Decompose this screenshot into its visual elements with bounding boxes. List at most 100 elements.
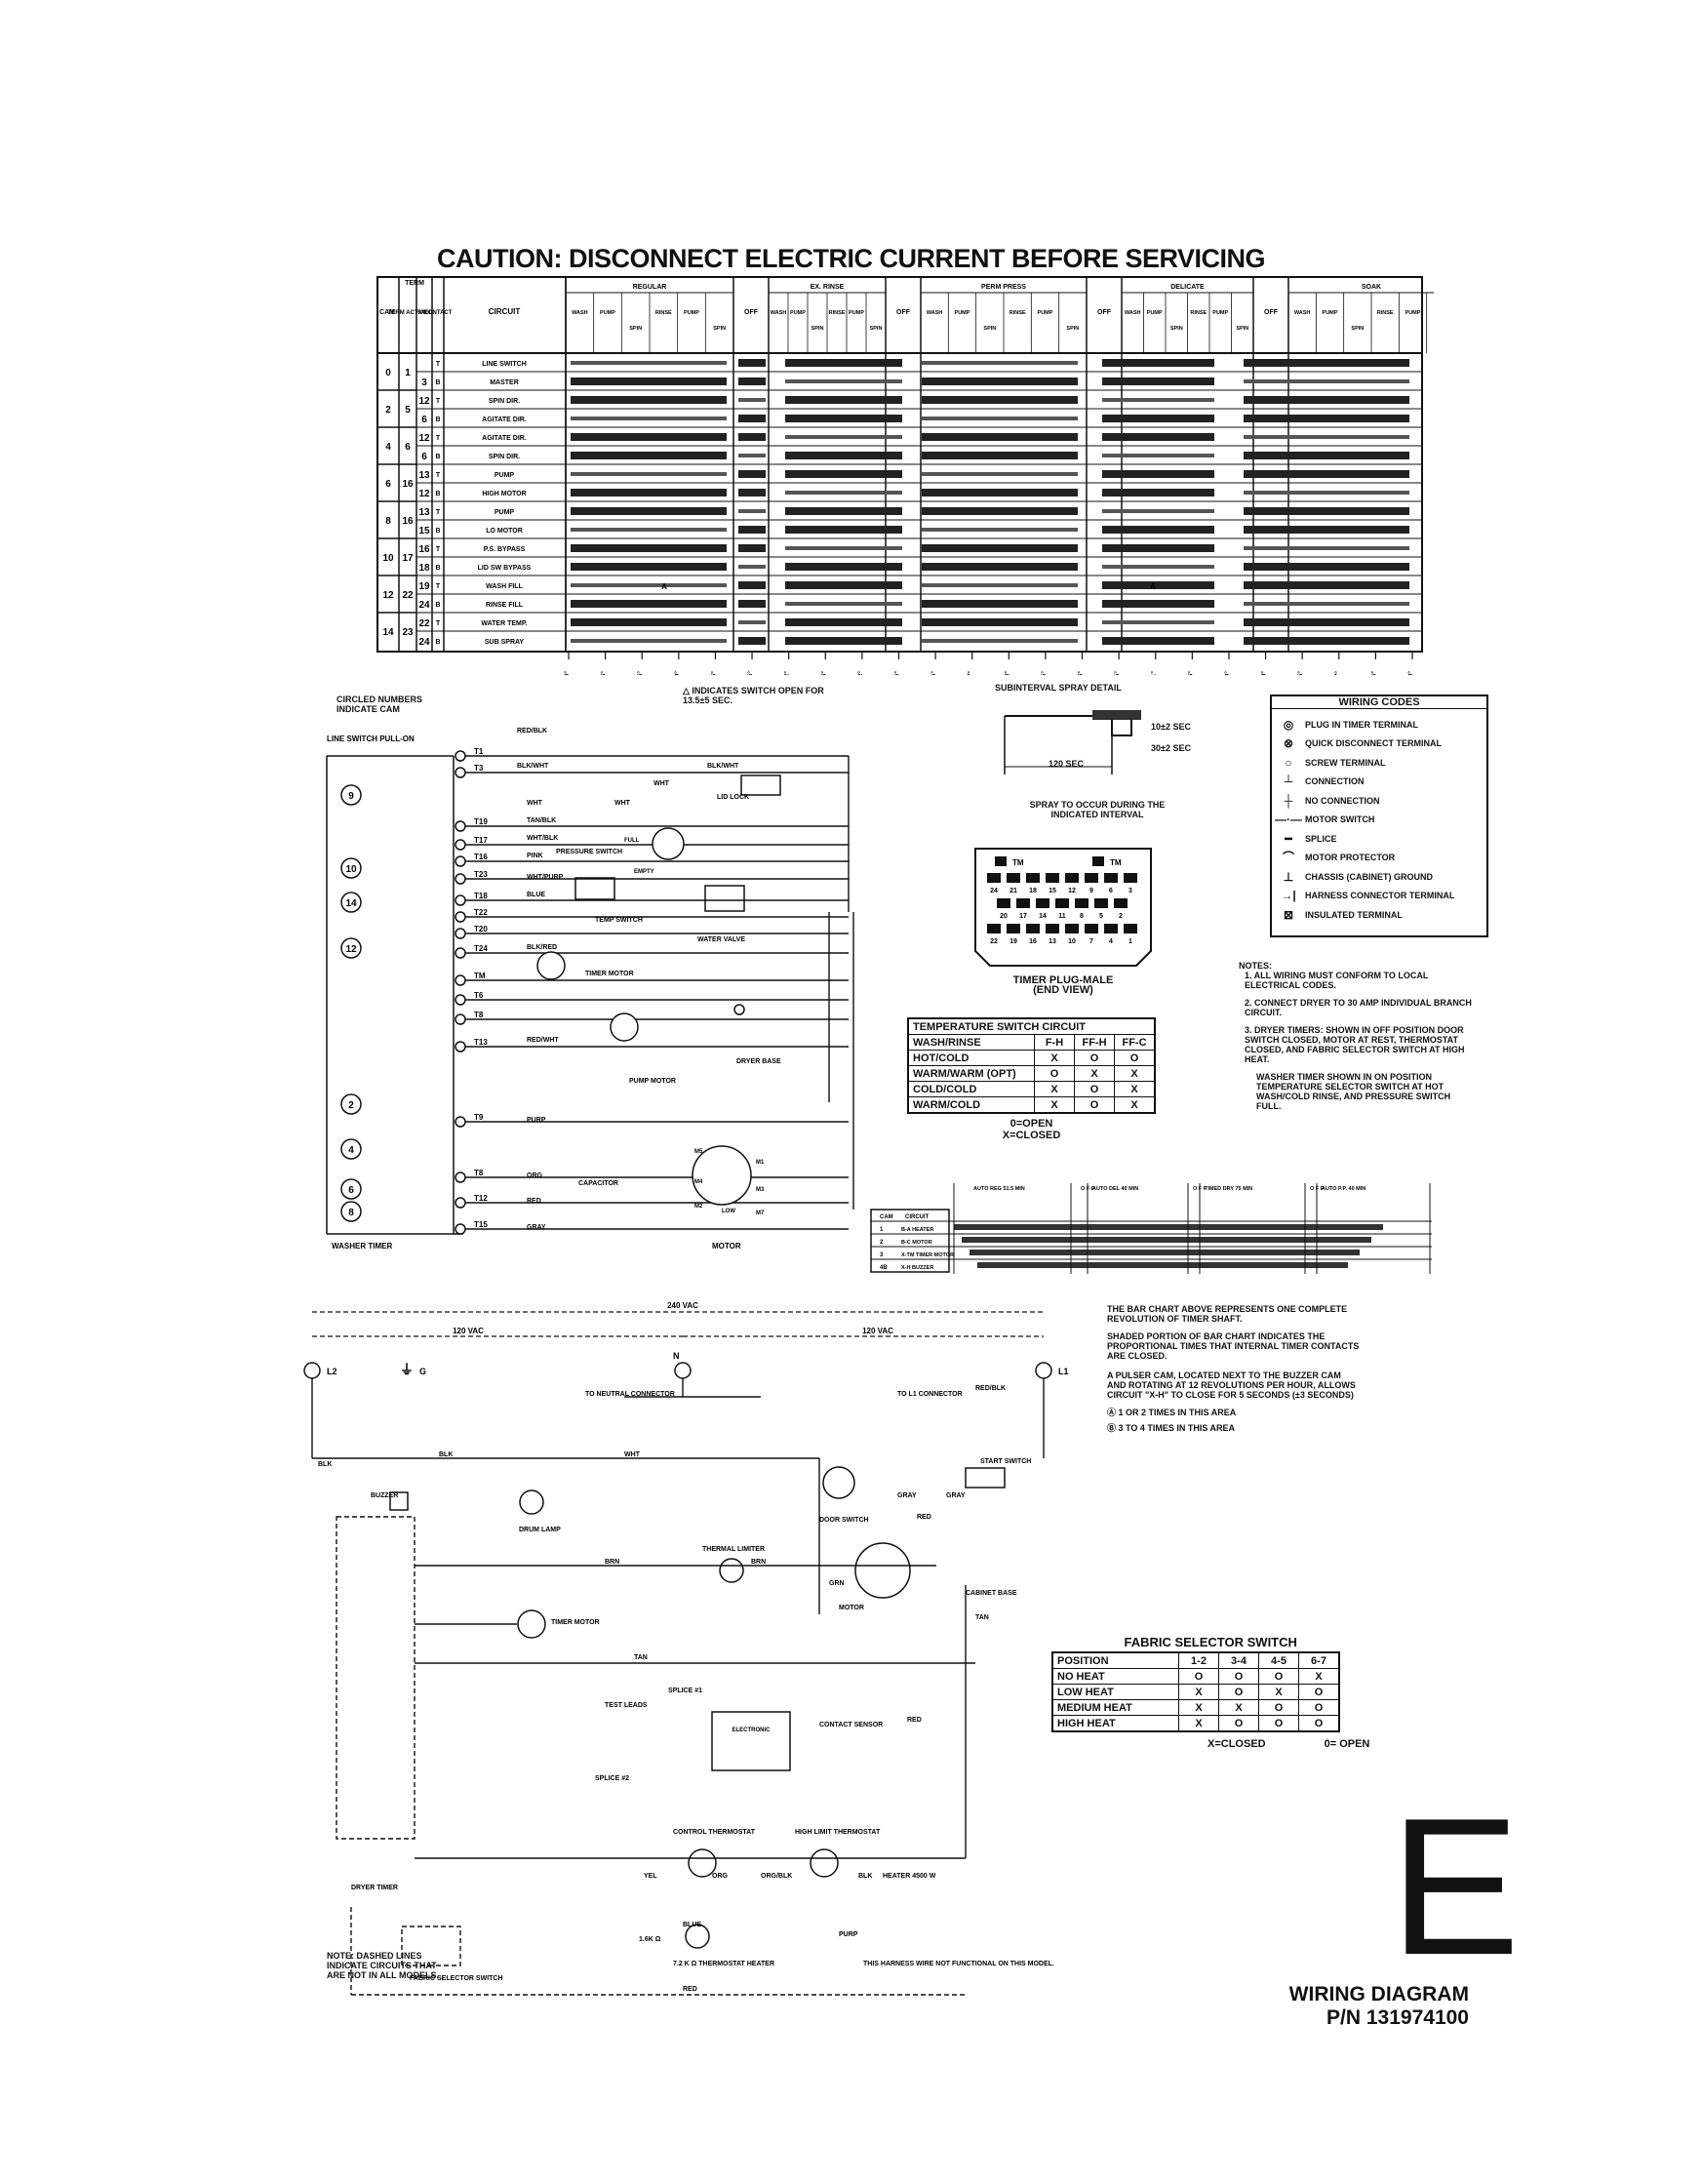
degree-label: 360° xyxy=(1406,671,1414,675)
wiring-code-row: ━SPLICE xyxy=(1272,829,1486,849)
plug-pin xyxy=(1065,924,1079,933)
thermostat-heater-label: 7.2 K Ω THERMOSTAT HEATER xyxy=(673,1961,774,1967)
wiring-code-row: ⊥CHASSIS (CABINET) GROUND xyxy=(1272,867,1486,887)
wire-label: WHT xyxy=(614,800,631,807)
bar-note-2: SHADED PORTION OF BAR CHART INDICATES TH… xyxy=(1107,1331,1360,1361)
sub-col-label: WASH xyxy=(771,310,787,316)
cam-closed-bar xyxy=(1244,491,1409,495)
plug-pin xyxy=(1104,924,1118,933)
pump-motor-icon xyxy=(610,1013,639,1042)
cam-closed-bar xyxy=(571,433,727,441)
contact-sensor-label: CONTACT SENSOR xyxy=(819,1722,883,1728)
timer-terminal xyxy=(455,750,466,762)
fabric-header: 6-7 xyxy=(1298,1651,1340,1669)
sub-col-label: PUMP xyxy=(600,310,615,316)
node-l1 xyxy=(1035,1362,1052,1379)
wiring-code-icon: ┼ xyxy=(1284,793,1293,808)
ground-icon: ⏚ xyxy=(400,1362,414,1377)
cam-circle xyxy=(340,1201,362,1222)
thermal-limiter-label: THERMAL LIMITER xyxy=(702,1546,765,1553)
active-term: 6 xyxy=(405,442,411,453)
cam-closed-bar xyxy=(922,417,1078,420)
cam-closed-bar xyxy=(738,489,766,496)
fabric-header: 1-2 xyxy=(1178,1651,1219,1669)
cam-closed-bar xyxy=(922,528,1078,532)
drum-lamp-label: DRUM LAMP xyxy=(519,1527,561,1533)
plug-pin xyxy=(1094,898,1108,908)
fixed-term: 15 xyxy=(418,526,430,536)
cam-closed-bar xyxy=(922,472,1078,476)
control-thermostat-label: CONTROL THERMOSTAT xyxy=(673,1829,756,1836)
wire-label: BLUE xyxy=(527,892,545,898)
page-title: CAUTION: DISCONNECT ELECTRIC CURRENT BEF… xyxy=(436,244,1266,273)
sub-col-label: PUMP xyxy=(1323,310,1338,316)
pressure-switch-icon xyxy=(652,827,685,860)
dryer-note: NOTE: DASHED LINES INDICATE CIRCUITS THA… xyxy=(327,1951,440,1980)
cam-closed-bar xyxy=(922,507,1078,515)
circuit-name: SPIN DIR. xyxy=(489,454,520,460)
wiring-code-icon: ⊗ xyxy=(1283,736,1294,751)
cam-closed-bar xyxy=(571,417,727,420)
dryer-base-label: DRYER BASE xyxy=(736,1058,781,1065)
buzzer-label: BUZZER xyxy=(371,1492,398,1499)
wire-label: WHT xyxy=(624,1451,641,1458)
wiring-code-row: ┼NO CONNECTION xyxy=(1272,791,1486,811)
wire-label: WHT xyxy=(527,800,543,807)
fabric-header: 4-5 xyxy=(1258,1651,1299,1669)
cycle-label: SOAK xyxy=(1362,284,1381,291)
wiring-code-icon: ┴ xyxy=(1284,774,1293,789)
plug-pin xyxy=(1046,924,1059,933)
temp-switch-header: FF-H xyxy=(1074,1034,1115,1051)
degree-label: 42.5° xyxy=(636,671,644,675)
plug-pin-number: 21 xyxy=(1009,888,1017,894)
cam-number: 8 xyxy=(348,1208,354,1218)
cam-closed-bar xyxy=(785,415,902,422)
temp-switch-cell: O xyxy=(1074,1096,1115,1114)
timer-terminal xyxy=(455,873,466,885)
cam-closed-bar xyxy=(1244,526,1409,534)
bar-table-frame xyxy=(870,1209,950,1273)
dryer-timer-label: DRYER TIMER xyxy=(351,1885,398,1891)
sub-col-label: PUMP xyxy=(849,310,864,316)
degree-label: 216.5° xyxy=(1040,671,1048,675)
fabric-selector-icon xyxy=(401,1926,461,1966)
wiring-code-row: ○SCREW TERMINAL xyxy=(1272,753,1486,773)
cam-closed-bar xyxy=(571,544,727,552)
cam-number: 10 xyxy=(382,553,394,564)
thermal-limiter-icon xyxy=(719,1558,744,1583)
timer-terminal xyxy=(455,839,466,851)
motor-terminal: M2 xyxy=(694,1204,703,1210)
temp-switch-cell: O xyxy=(1114,1050,1156,1066)
plug-pin-number: 12 xyxy=(1068,888,1076,894)
sub-col-label: RINSE xyxy=(829,310,846,316)
bar-shading xyxy=(954,1224,1383,1230)
wiring-code-icon: —·— xyxy=(1275,813,1302,827)
cam-closed-bar xyxy=(785,491,902,495)
plug-pin-number: 14 xyxy=(1039,913,1047,920)
cam-header: CAM xyxy=(379,309,395,316)
degree-label: 290° xyxy=(1223,671,1231,675)
terminal-label: T15 xyxy=(474,1220,488,1229)
contact-header: CONTACT xyxy=(424,310,453,316)
wire-label: BLK/RED xyxy=(527,944,557,951)
degree-label: 102° xyxy=(783,671,791,675)
cam-closed-bar xyxy=(785,581,902,589)
spacer xyxy=(324,732,326,736)
fabric-cell: O xyxy=(1298,1699,1340,1716)
cam-closed-bar xyxy=(1102,415,1214,422)
terminal-label: T17 xyxy=(474,836,488,845)
degree-label: 187° xyxy=(967,671,974,675)
pump-motor-label: PUMP MOTOR xyxy=(629,1078,676,1085)
contact-type: B xyxy=(435,379,440,386)
cam-closed-bar xyxy=(1244,452,1409,459)
fabric-cell: NO HEAT xyxy=(1051,1668,1179,1685)
wiring-code-label: QUICK DISCONNECT TERMINAL xyxy=(1305,738,1442,749)
node-label: L1 xyxy=(1058,1367,1069,1376)
cam-closed-bar xyxy=(922,544,1078,552)
contact-type: T xyxy=(436,361,441,368)
terminal-label: T23 xyxy=(474,870,488,879)
full-label: FULL xyxy=(624,838,640,844)
